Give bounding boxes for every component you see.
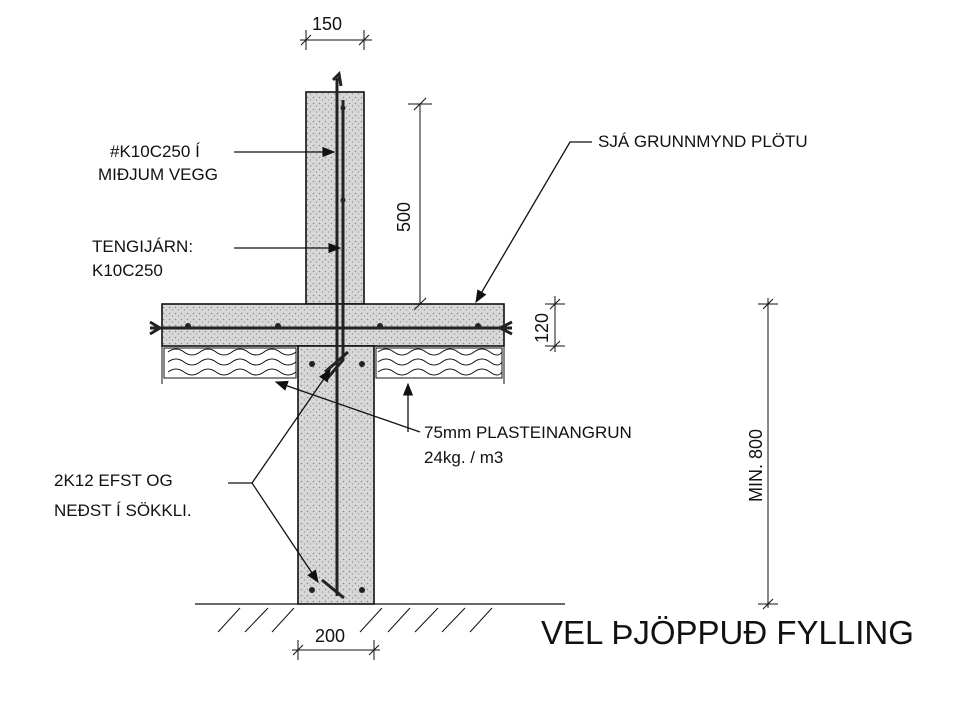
callout-insulation: 75mm PLASTEINANGRUN 24kg. / m3	[274, 380, 632, 467]
floor-slab	[161, 303, 505, 347]
dimension-slab-thickness: 120	[532, 296, 565, 352]
dimension-wall-height: 500	[394, 97, 432, 311]
insulation-left	[163, 347, 297, 379]
upper-wall	[305, 91, 365, 305]
slab-reference-label: SJÁ GRUNNMYND PLÖTU	[598, 132, 808, 151]
dim-150-label: 150	[312, 14, 342, 34]
callout-slab-reference: SJÁ GRUNNMYND PLÖTU	[475, 132, 808, 304]
insulation-right	[375, 347, 503, 379]
wall-rebar-label-line1: #K10C250 Í	[110, 142, 200, 161]
dim-120-label: 120	[532, 313, 552, 343]
dimension-wall-thickness: 150	[300, 14, 372, 50]
insulation-label-line1: 75mm PLASTEINANGRUN	[424, 423, 632, 442]
callout-dowel: TENGIJÁRN: K10C250	[92, 237, 342, 280]
dim-800-label: MIN. 800	[746, 429, 766, 502]
dimension-depth: MIN. 800	[746, 298, 778, 610]
dim-500-label: 500	[394, 202, 414, 232]
dowel-label-line1: TENGIJÁRN:	[92, 237, 193, 256]
dimension-footing-width: 200	[292, 626, 380, 660]
dim-200-label: 200	[315, 626, 345, 646]
ground-fill-label: VEL ÞJÖPPUÐ FYLLING	[541, 614, 914, 651]
footing-rebar-label-line1: 2K12 EFST OG	[54, 471, 173, 490]
dowel-label-line2: K10C250	[92, 261, 163, 280]
wall-rebar-label-line2: MIÐJUM VEGG	[98, 165, 218, 184]
callout-footing-rebar: 2K12 EFST OG NEÐST Í SÖKKLI.	[54, 368, 331, 584]
footing-rebar-label-line2: NEÐST Í SÖKKLI.	[54, 501, 192, 520]
ground-line	[195, 603, 565, 633]
rebar	[149, 70, 513, 600]
insulation-label-line2: 24kg. / m3	[424, 448, 503, 467]
callout-wall-rebar: #K10C250 Í MIÐJUM VEGG	[98, 142, 336, 184]
